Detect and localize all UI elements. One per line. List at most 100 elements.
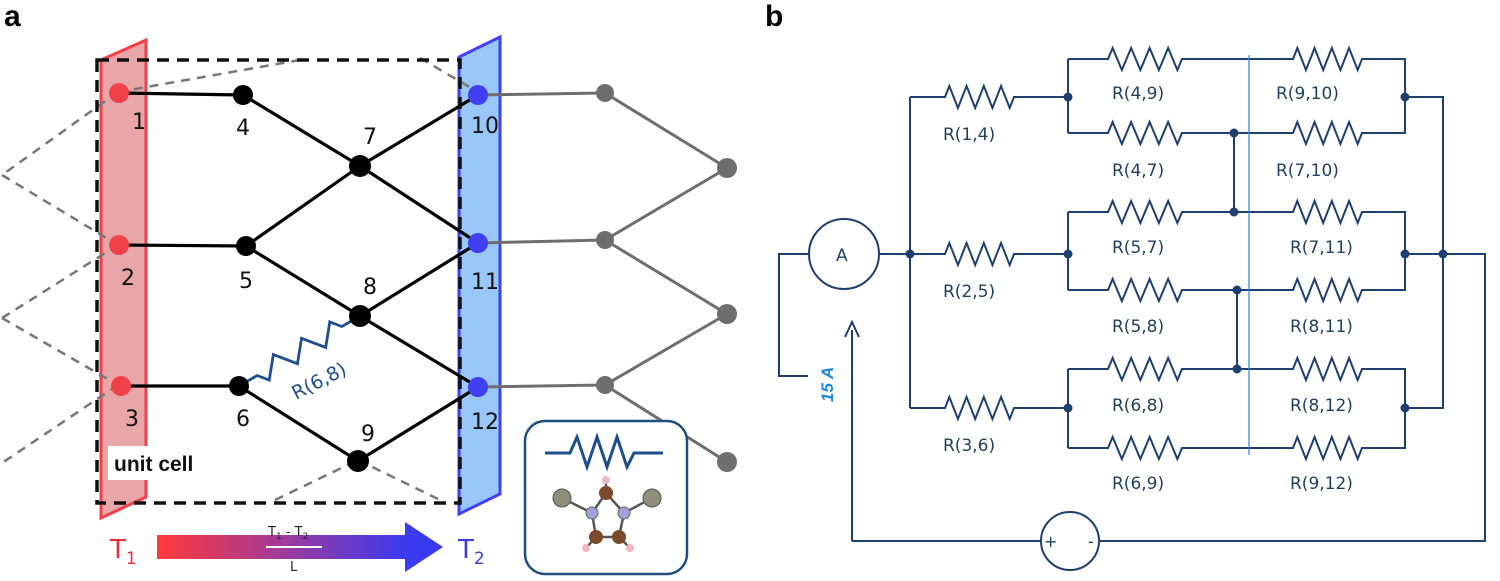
wire-right-bus [1405,96,1444,409]
junction-dot-1 [905,249,915,259]
t1-label: T1 [109,535,137,569]
resistor-label-r14: R(1,4) [943,125,995,145]
bond-8-12 [358,314,480,389]
panel-letter-b: b [765,0,783,33]
bond-7-10 [358,93,480,168]
molecule-icon [552,476,662,552]
resistor-r812 [1285,355,1370,383]
wire-ammeter-left [778,253,809,377]
node-label-12: 12 [471,410,499,435]
node-label-7: 7 [363,125,377,150]
resistor-r57 [1100,198,1190,226]
resistor-r14 [937,83,1022,111]
node-label-1: 1 [132,110,146,135]
gradient-arrow-head [405,522,443,572]
circuit-junctions [905,92,1448,413]
atom-2 [109,235,129,255]
resistor-r811 [1285,276,1370,304]
bond-1-4 [117,91,245,97]
node-label-2: 2 [121,266,135,291]
junction-dot-11 [1400,403,1410,413]
resistor-label-r69: R(6,9) [1112,474,1164,494]
replica-atoms [596,84,737,472]
resistor-r710 [1285,119,1370,147]
bond-4-7 [241,93,362,168]
resistor-r910 [1285,45,1370,73]
junction-dot-3 [1063,249,1073,259]
atom-1 [109,83,129,103]
ammeter-label: A [836,246,848,266]
gradient-numerator: T1 - T2 [267,525,308,542]
resistor-r36 [937,394,1022,422]
bond-6-9 [237,384,360,463]
junction-dot-2 [1063,92,1073,102]
unit-cell-label: unit cell [114,453,193,476]
node-label-10: 10 [471,114,499,139]
junction-dot-7 [1232,285,1242,295]
bond-5-8 [244,244,362,318]
hot-reservoir-plane [99,37,148,521]
resistor-r69 [1100,434,1190,462]
atom-9 [347,450,369,472]
panel-letter-a: a [4,0,21,33]
battery-icon [1040,511,1100,571]
resistor-label-r910: R(9,10) [1276,84,1339,104]
atom-5 [236,236,256,256]
atom-11 [468,233,488,253]
atom-8 [349,305,371,327]
node-label-8: 8 [363,275,377,300]
resistor-label-r25: R(2,5) [943,282,995,302]
junction-dot-6 [1229,207,1239,217]
resistor-r49 [1100,45,1190,73]
resistor-label-r47: R(4,7) [1112,161,1164,181]
panel-b: b R(1,4)R(2,5)R(3,6)R(4,9)R(4,7)R(5,7)R(… [765,0,1486,571]
replica-network [477,91,728,464]
resistor-label-r811: R(8,11) [1290,317,1353,337]
unit-cell-box [95,58,462,505]
node-label-6: 6 [236,407,250,432]
resistor-r58 [1100,276,1190,304]
atom-12 [468,377,488,397]
junction-dot-12 [1438,249,1448,259]
inset-resistor-icon [545,432,663,472]
circuit-wires [778,58,1486,542]
gradient-denominator: L [290,560,298,575]
network-atoms [109,83,488,472]
junction-dot-9 [1400,92,1410,102]
bond-5-7 [244,164,362,248]
wire-merge-3 [1370,368,1406,449]
bond-9-12 [356,385,480,463]
resistor-r912 [1285,434,1370,462]
resistor-label-r912: R(9,12) [1290,474,1353,494]
circuit-resistors [937,45,1370,462]
resistor-label-r812: R(8,12) [1290,396,1353,416]
wire-merge-2 [1370,211,1406,291]
resistor-label-r710: R(7,10) [1276,161,1339,181]
ammeter-icon [808,218,880,290]
current-arrow-head [844,319,860,338]
resistor-label-r58: R(5,8) [1112,317,1164,337]
resistor-6-8 [238,314,361,388]
resistor-label-r36: R(3,6) [943,436,995,456]
circuit-resistor-labels: R(1,4)R(2,5)R(3,6)R(4,9)R(4,7)R(5,7)R(5,… [943,84,1353,494]
junction-dot-10 [1400,249,1410,259]
node-label-9: 9 [361,422,375,447]
resistor-label-6-8: R(6,8) [288,358,350,404]
wire-merge-1 [1370,58,1406,134]
atom-3 [111,376,131,396]
node-label-3: 3 [125,407,139,432]
unit-cell-label-bg [108,446,226,480]
battery-plus: + [1044,532,1057,551]
panel-a: a unit cell [1,0,737,576]
atom-7 [349,155,371,177]
bond-8-11 [358,241,480,318]
t2-label: T2 [457,535,485,569]
junction-dot-5 [1229,128,1239,138]
junction-dot-8 [1232,364,1242,374]
resistor-zigzag-6-8 [238,314,361,388]
resistor-r47 [1100,119,1190,147]
atom-10 [468,85,488,105]
resistor-r711 [1285,198,1370,226]
resistor-r25 [937,240,1022,268]
